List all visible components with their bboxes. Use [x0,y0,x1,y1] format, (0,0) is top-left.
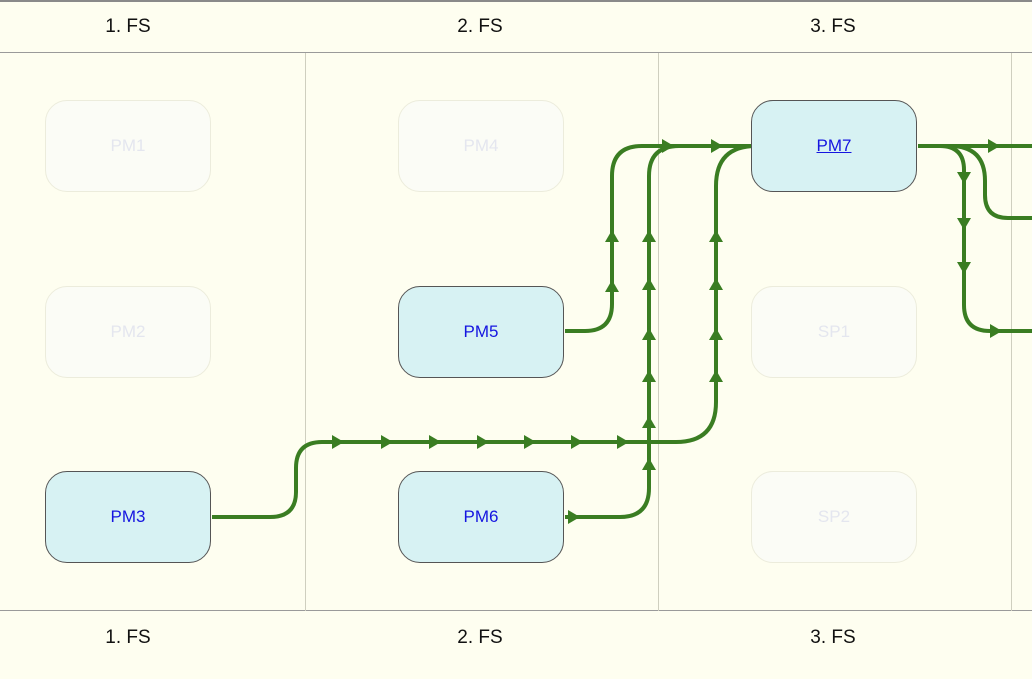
node-sp1-label: SP1 [817,322,851,341]
column-footer-1: 1. FS [105,627,151,648]
node-pm6-label: PM6 [463,507,499,526]
edge-arrow [617,435,629,449]
edge-pm7-out-down [918,144,1032,333]
column-header-row: 1. FS 2. FS 3. FS [0,2,1032,52]
node-sp2-label: SP2 [817,507,851,526]
edge-arrow [477,435,489,449]
node-pm6[interactable]: PM6 [398,471,564,563]
edge-arrow [709,370,723,382]
column-header-1: 1. FS [105,16,151,37]
edge-arrow [642,328,656,340]
column-divider-2 [658,53,659,611]
node-pm3[interactable]: PM3 [45,471,211,563]
edge-arrow [709,278,723,290]
column-footer-2: 2. FS [457,627,503,648]
edge-arrow [709,230,723,242]
node-pm4: PM4 [398,100,564,192]
node-pm3-label: PM3 [110,507,146,526]
edge-arrow [642,416,656,428]
node-pm5-label: PM5 [463,322,499,341]
edge-arrow [642,278,656,290]
edge-arrow [662,139,674,153]
node-sp2: SP2 [751,471,917,563]
top-border [0,0,1032,2]
edge-arrow [957,262,971,274]
column-footer-row: 1. FS 2. FS 3. FS [0,613,1032,663]
node-pm1: PM1 [45,100,211,192]
edge-arrow [711,139,723,153]
edge-arrow [642,458,656,470]
column-footer-3: 3. FS [810,627,856,648]
node-pm4-label: PM4 [463,136,499,155]
edge-arrow [571,435,583,449]
edge-arrow [429,435,441,449]
edge-arrow [381,435,393,449]
edge-arrow [642,230,656,242]
node-pm5[interactable]: PM5 [398,286,564,378]
edge-pm7-out-curve [918,144,1032,220]
edge-arrow [990,324,1002,338]
edge-arrow [524,435,536,449]
footer-divider [0,610,1032,611]
edge-arrow [957,172,971,184]
edge-arrow [642,370,656,382]
node-sp1: SP1 [751,286,917,378]
edge-pm6-to-pm7 [565,144,756,519]
edge-arrow [332,435,344,449]
node-pm7[interactable]: PM7 [751,100,917,192]
edge-arrow [568,510,580,524]
column-header-3: 3. FS [810,16,856,37]
edge-arrow [957,218,971,230]
edge-arrow [605,280,619,292]
column-divider-1 [305,53,306,611]
column-header-2: 2. FS [457,16,503,37]
edge-arrow [605,230,619,242]
node-pm2: PM2 [45,286,211,378]
node-pm1-label: PM1 [110,136,146,155]
column-divider-3 [1011,53,1012,611]
edge-pm5-to-pm7 [565,144,756,333]
node-pm7-label: PM7 [816,136,852,155]
header-divider [0,52,1032,53]
edge-arrow [709,328,723,340]
node-pm2-label: PM2 [110,322,146,341]
edge-arrow [988,139,1000,153]
